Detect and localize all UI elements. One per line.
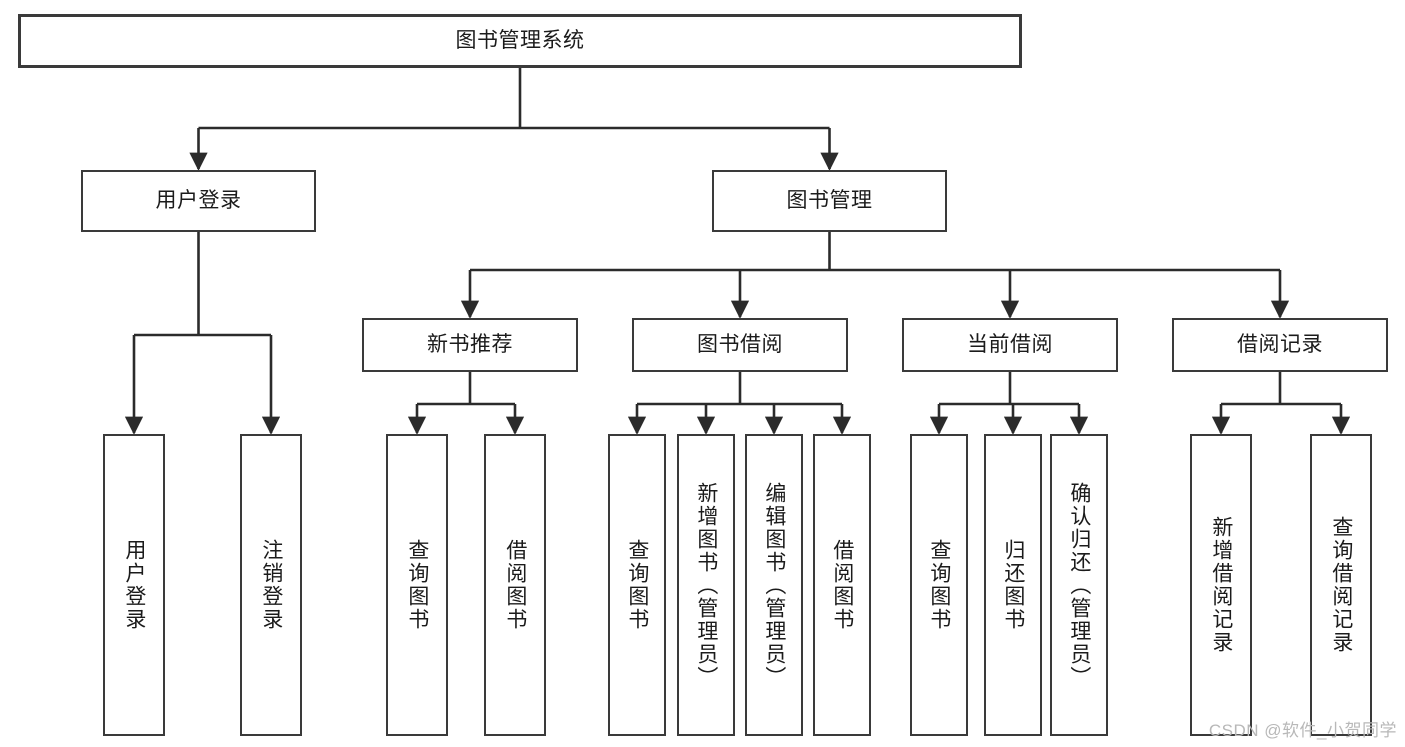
node-level2-1[interactable]: 用户登录 (81, 170, 316, 232)
node-leaf-5[interactable]: 查询图书 (608, 434, 666, 736)
node-leaf-11[interactable]: 确认归还（管理员） (1050, 434, 1108, 736)
node-leaf-7-label: 编辑图书（管理员） (762, 481, 786, 689)
node-level3-3[interactable]: 当前借阅 (902, 318, 1118, 372)
node-level3-2-label: 图书借阅 (697, 332, 783, 356)
node-root-label: 图书管理系统 (455, 28, 585, 52)
node-leaf-11-label: 确认归还（管理员） (1067, 481, 1091, 689)
node-level3-1-label: 新书推荐 (427, 332, 513, 356)
node-level3-2[interactable]: 图书借阅 (632, 318, 848, 372)
node-leaf-1-label: 用户登录 (122, 539, 146, 631)
node-leaf-9[interactable]: 查询图书 (910, 434, 968, 736)
node-leaf-13[interactable]: 查询借阅记录 (1310, 434, 1372, 736)
node-leaf-8[interactable]: 借阅图书 (813, 434, 871, 736)
node-leaf-6-label: 新增图书（管理员） (694, 481, 718, 689)
node-level3-3-label: 当前借阅 (967, 332, 1053, 356)
node-leaf-3-label: 查询图书 (405, 539, 429, 631)
node-root[interactable]: 图书管理系统 (18, 14, 1022, 68)
node-leaf-5-label: 查询图书 (625, 539, 649, 631)
node-leaf-3[interactable]: 查询图书 (386, 434, 448, 736)
node-level2-2-label: 图书管理 (786, 188, 873, 212)
node-leaf-6[interactable]: 新增图书（管理员） (677, 434, 735, 736)
node-leaf-9-label: 查询图书 (927, 539, 951, 631)
node-leaf-4-label: 借阅图书 (503, 539, 527, 631)
node-level3-4[interactable]: 借阅记录 (1172, 318, 1388, 372)
node-level3-4-label: 借阅记录 (1237, 332, 1323, 356)
node-leaf-8-label: 借阅图书 (830, 539, 854, 631)
node-leaf-10[interactable]: 归还图书 (984, 434, 1042, 736)
node-leaf-1[interactable]: 用户登录 (103, 434, 165, 736)
node-level3-1[interactable]: 新书推荐 (362, 318, 578, 372)
node-leaf-2[interactable]: 注销登录 (240, 434, 302, 736)
node-leaf-7[interactable]: 编辑图书（管理员） (745, 434, 803, 736)
watermark: CSDN @软件_小贺同学 (1208, 721, 1397, 740)
node-leaf-13-label: 查询借阅记录 (1329, 516, 1353, 654)
node-leaf-12-label: 新增借阅记录 (1209, 516, 1233, 654)
node-level2-2[interactable]: 图书管理 (712, 170, 947, 232)
node-level2-1-label: 用户登录 (155, 188, 242, 212)
node-leaf-4[interactable]: 借阅图书 (484, 434, 546, 736)
node-leaf-10-label: 归还图书 (1001, 539, 1025, 631)
node-leaf-2-label: 注销登录 (259, 539, 283, 631)
node-leaf-12[interactable]: 新增借阅记录 (1190, 434, 1252, 736)
